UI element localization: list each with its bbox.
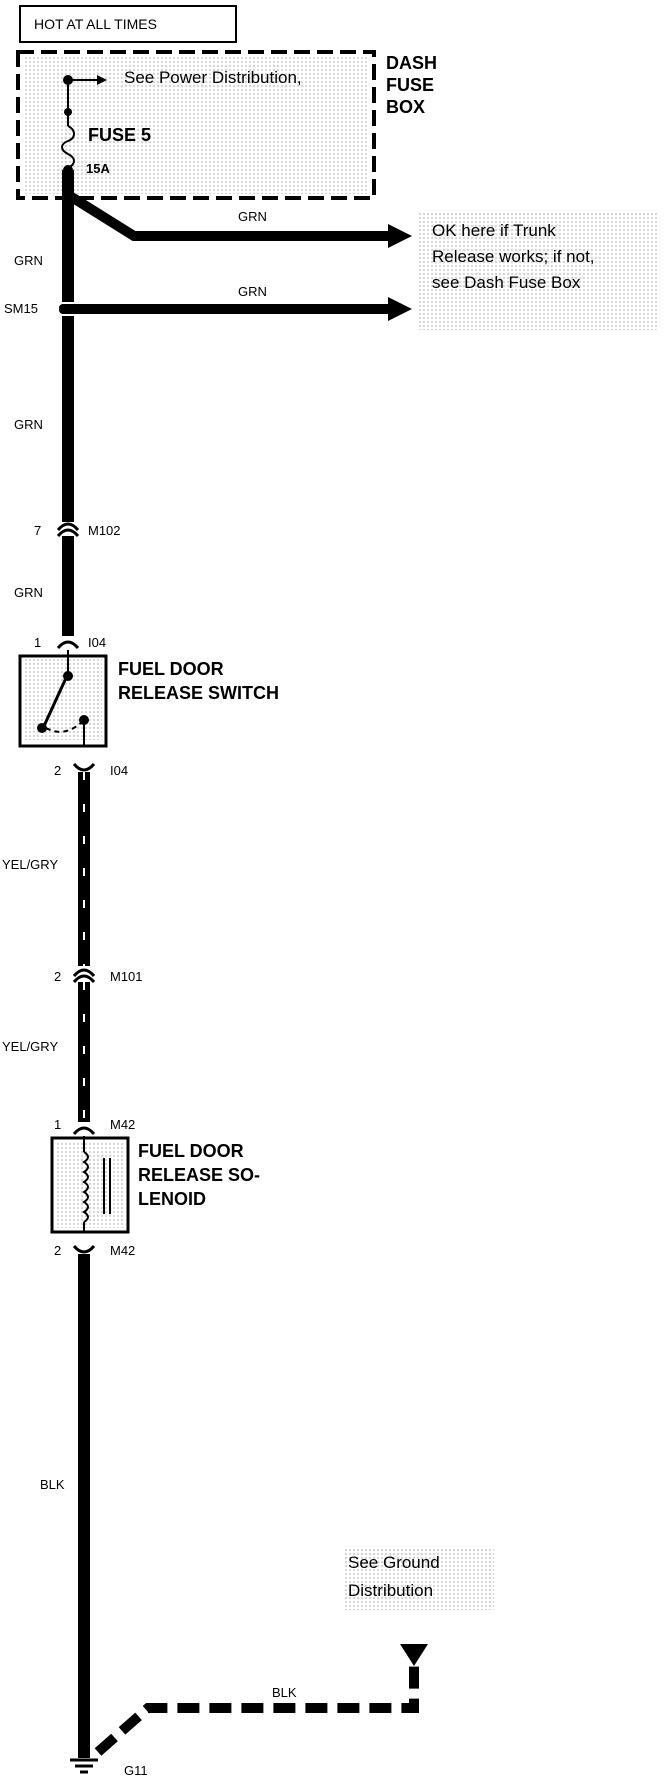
connector-m42-top-symbol <box>72 1126 96 1136</box>
splice-sm15-label: SM15 <box>4 301 38 316</box>
dash-fuse-box-outline <box>16 50 376 200</box>
upper-branch-wire-label: GRN <box>238 209 267 224</box>
branch-note-line-1: OK here if Trunk <box>432 221 556 240</box>
wire-yel-gry-label-2: YEL/GRY <box>2 1039 59 1054</box>
connector-m42-bottom-name: M42 <box>110 1243 136 1258</box>
ground-distribution-arrow <box>400 1644 428 1666</box>
solenoid-title-3: LENOID <box>138 1189 207 1209</box>
connector-m101-name: M101 <box>110 969 143 984</box>
connector-m101-pin: 2 <box>54 969 62 984</box>
connector-m42-top-name: M42 <box>110 1117 136 1132</box>
solenoid-title-2: RELEASE SO- <box>138 1165 261 1185</box>
fuse-junction-top <box>63 75 73 85</box>
switch-title-1: FUEL DOOR <box>118 659 224 679</box>
solenoid-stipple <box>56 1142 124 1228</box>
connector-i04-top-pin: 1 <box>34 635 42 650</box>
wire-yel-gry-label-1: YEL/GRY <box>2 857 59 872</box>
dash-fuse-box-title-1: DASH <box>386 53 438 73</box>
branch-note-stipple <box>418 212 658 330</box>
switch-pivot <box>37 723 47 733</box>
fuel-door-release-switch-box <box>18 654 108 748</box>
lower-branch-wire-label: GRN <box>238 284 267 299</box>
hot-at-all-times-label: HOT AT ALL TIMES <box>34 16 157 32</box>
arrow-lower-branch <box>388 297 412 321</box>
ground-note-line-1: See Ground <box>348 1553 440 1572</box>
switch-contact-bottom <box>79 715 89 725</box>
connector-m102-name: M102 <box>88 523 121 538</box>
switch-title-2: RELEASE SWITCH <box>118 683 280 703</box>
wire-grn-label-2: GRN <box>14 417 43 432</box>
connector-m42-bottom-symbol <box>72 1244 96 1254</box>
wire-grn-label-3: GRN <box>14 585 43 600</box>
wire-blk-ground-label: BLK <box>272 1685 297 1700</box>
solenoid-title-1: FUEL DOOR <box>138 1141 244 1161</box>
fuse-element <box>61 125 75 169</box>
fuse-junction-mid <box>64 108 72 116</box>
branch-note-line-2: Release works; if not, <box>432 247 595 266</box>
connector-i04-top-symbol <box>56 640 80 650</box>
connector-i04-top-name: I04 <box>88 635 107 650</box>
connector-m102-pin: 7 <box>34 523 42 538</box>
branch-note-line-3: see Dash Fuse Box <box>432 273 581 292</box>
switch-travel-arc <box>45 721 83 733</box>
arrow-upper-branch <box>388 224 412 248</box>
solenoid-coil <box>82 1151 89 1223</box>
connector-i04-bottom-name: I04 <box>110 763 129 778</box>
switch-arm <box>42 677 68 727</box>
wire-grn-upper-branch <box>67 191 392 241</box>
hot-at-all-times-box <box>19 5 237 43</box>
wire-grn-label-1: GRN <box>14 253 43 268</box>
ground-note-stipple <box>344 1548 494 1610</box>
ground-g11-label: G11 <box>124 1763 148 1778</box>
connector-i04-bottom-symbol <box>72 762 96 772</box>
fuel-door-release-solenoid-box <box>50 1136 130 1234</box>
wire-blk-main-label: BLK <box>40 1477 65 1492</box>
connector-m102-symbol <box>56 522 80 538</box>
fuse-5-label: FUSE 5 <box>88 125 152 145</box>
power-distribution-ref: See Power Distribution, <box>124 68 302 87</box>
wire-blk-ground-dashed <box>94 1660 419 1756</box>
switch-stipple <box>24 658 102 740</box>
connector-m42-top-pin: 1 <box>54 1117 62 1132</box>
connector-m42-bottom-pin: 2 <box>54 1243 62 1258</box>
dash-fuse-box-title-2: FUSE <box>386 75 435 95</box>
fuse-rating-label: 15A <box>86 161 110 176</box>
dash-fuse-box-title-3: BOX <box>386 97 426 117</box>
connector-i04-bottom-pin: 2 <box>54 763 62 778</box>
ground-note-line-2: Distribution <box>348 1581 434 1600</box>
connector-m101-symbol <box>72 968 96 984</box>
